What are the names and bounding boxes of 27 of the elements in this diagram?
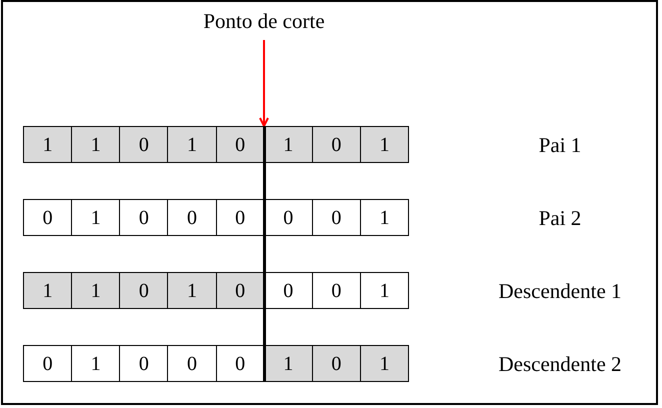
cut-line (262, 126, 266, 382)
gene-cell: 1 (24, 273, 72, 308)
chromosome-row (23, 272, 409, 309)
gene-cell: 0 (216, 127, 265, 162)
chromosome-row (23, 126, 409, 163)
gene-cell: 1 (72, 273, 120, 308)
gene-cell: 1 (360, 127, 408, 162)
gene-cell: 1 (360, 346, 408, 381)
gene-cell: 0 (120, 127, 168, 162)
gene-cell: 0 (120, 273, 168, 308)
gene-cell: 1 (24, 127, 72, 162)
row-label: Pai 2 (538, 205, 582, 232)
chromosome-row (23, 345, 409, 382)
gene-cell: 1 (264, 127, 313, 162)
gene-cell: 0 (312, 127, 361, 162)
row-label: Descendente 2 (498, 351, 622, 378)
gene-cell: 0 (216, 273, 265, 308)
gene-cell: 1 (168, 127, 216, 162)
heading-label: Ponto de corte (203, 8, 325, 36)
chromosome-row (23, 199, 409, 236)
gene-cell: 1 (264, 346, 313, 381)
gene-cell: 0 (312, 346, 361, 381)
gene-cell: 1 (168, 273, 216, 308)
row-label: Descendente 1 (498, 278, 622, 305)
arrow (259, 40, 269, 127)
gene-cell: 1 (72, 127, 120, 162)
row-label: Pai 1 (538, 132, 582, 159)
